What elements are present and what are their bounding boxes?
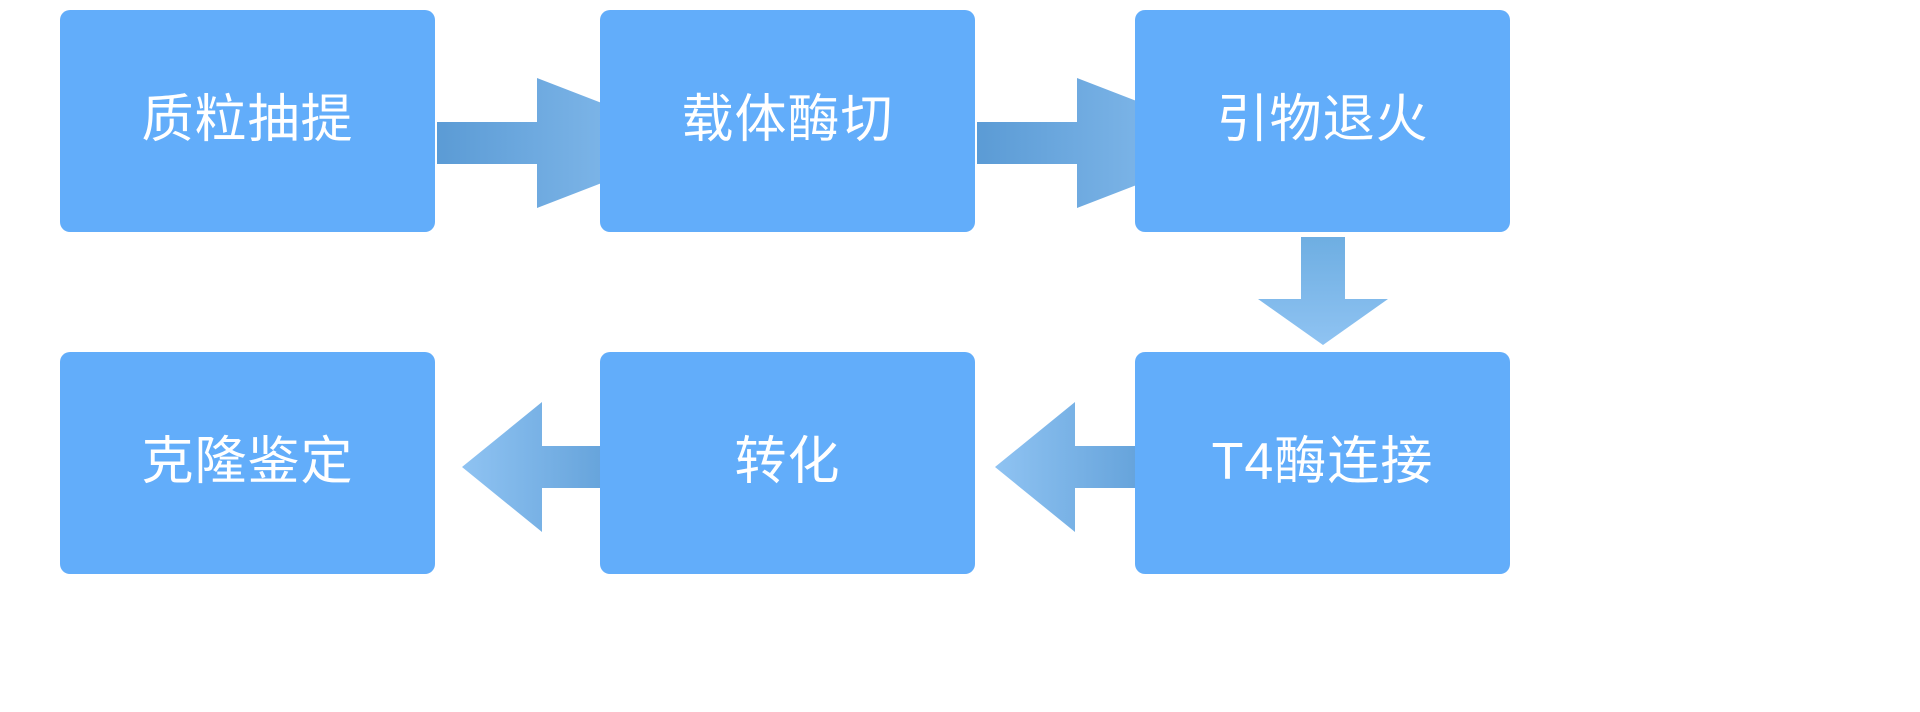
flow-arrow-left-2 xyxy=(462,402,642,532)
flow-node-label: 转化 xyxy=(734,433,841,492)
flow-node-vector-digestion[interactable]: 载体酶切 xyxy=(600,10,975,232)
flow-node-label: T4酶连接 xyxy=(1211,433,1434,492)
flow-node-t4-ligation[interactable]: T4酶连接 xyxy=(1135,352,1510,574)
flow-arrow-right-2 xyxy=(977,78,1245,208)
flow-node-primer-annealing[interactable]: 引物退火 xyxy=(1135,10,1510,232)
flow-node-transformation[interactable]: 转化 xyxy=(600,352,975,574)
flow-node-plasmid-extraction[interactable]: 质粒抽提 xyxy=(60,10,435,232)
flow-node-label: 引物退火 xyxy=(1216,91,1429,150)
flow-node-label: 质粒抽提 xyxy=(141,91,354,150)
flow-node-label: 载体酶切 xyxy=(681,91,894,150)
flow-arrow-down xyxy=(1258,237,1388,345)
flow-arrow-left-1 xyxy=(995,402,1175,532)
flow-node-label: 克隆鉴定 xyxy=(141,433,354,492)
flow-arrow-right-1 xyxy=(437,78,705,208)
flow-node-clone-identification[interactable]: 克隆鉴定 xyxy=(60,352,435,574)
